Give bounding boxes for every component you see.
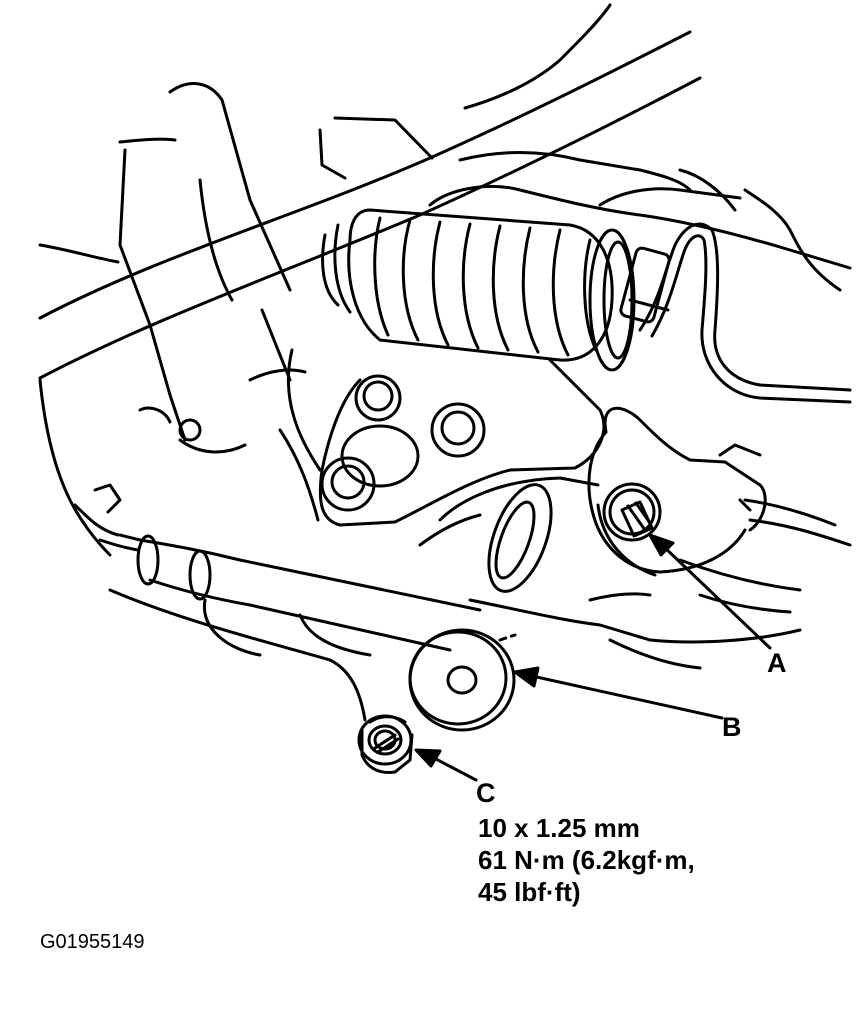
frame-member <box>38 3 702 380</box>
mount-bracket <box>587 406 852 577</box>
cv-boot <box>321 208 636 372</box>
callout-label-c: C <box>476 778 496 808</box>
lower-arm-body <box>418 476 802 670</box>
ball-joint-plate <box>278 348 606 527</box>
upper-arm <box>428 151 852 292</box>
callout-label-a: A <box>767 648 787 678</box>
washer-part <box>408 628 517 732</box>
spec-torque-metric: 61 N·m (6.2kgf·m, <box>478 845 695 875</box>
callout-label-b: B <box>722 712 742 742</box>
brake-line <box>619 222 852 404</box>
spec-thread-size: 10 x 1.25 mm <box>478 813 640 843</box>
flange-nut-part <box>357 714 414 774</box>
leader-arrows <box>414 533 772 782</box>
stabilizer-bar <box>98 533 482 722</box>
spec-torque-imperial: 45 lbf·ft) <box>478 877 581 907</box>
figure-code: G01955149 <box>40 931 145 953</box>
left-bracket <box>38 82 307 557</box>
